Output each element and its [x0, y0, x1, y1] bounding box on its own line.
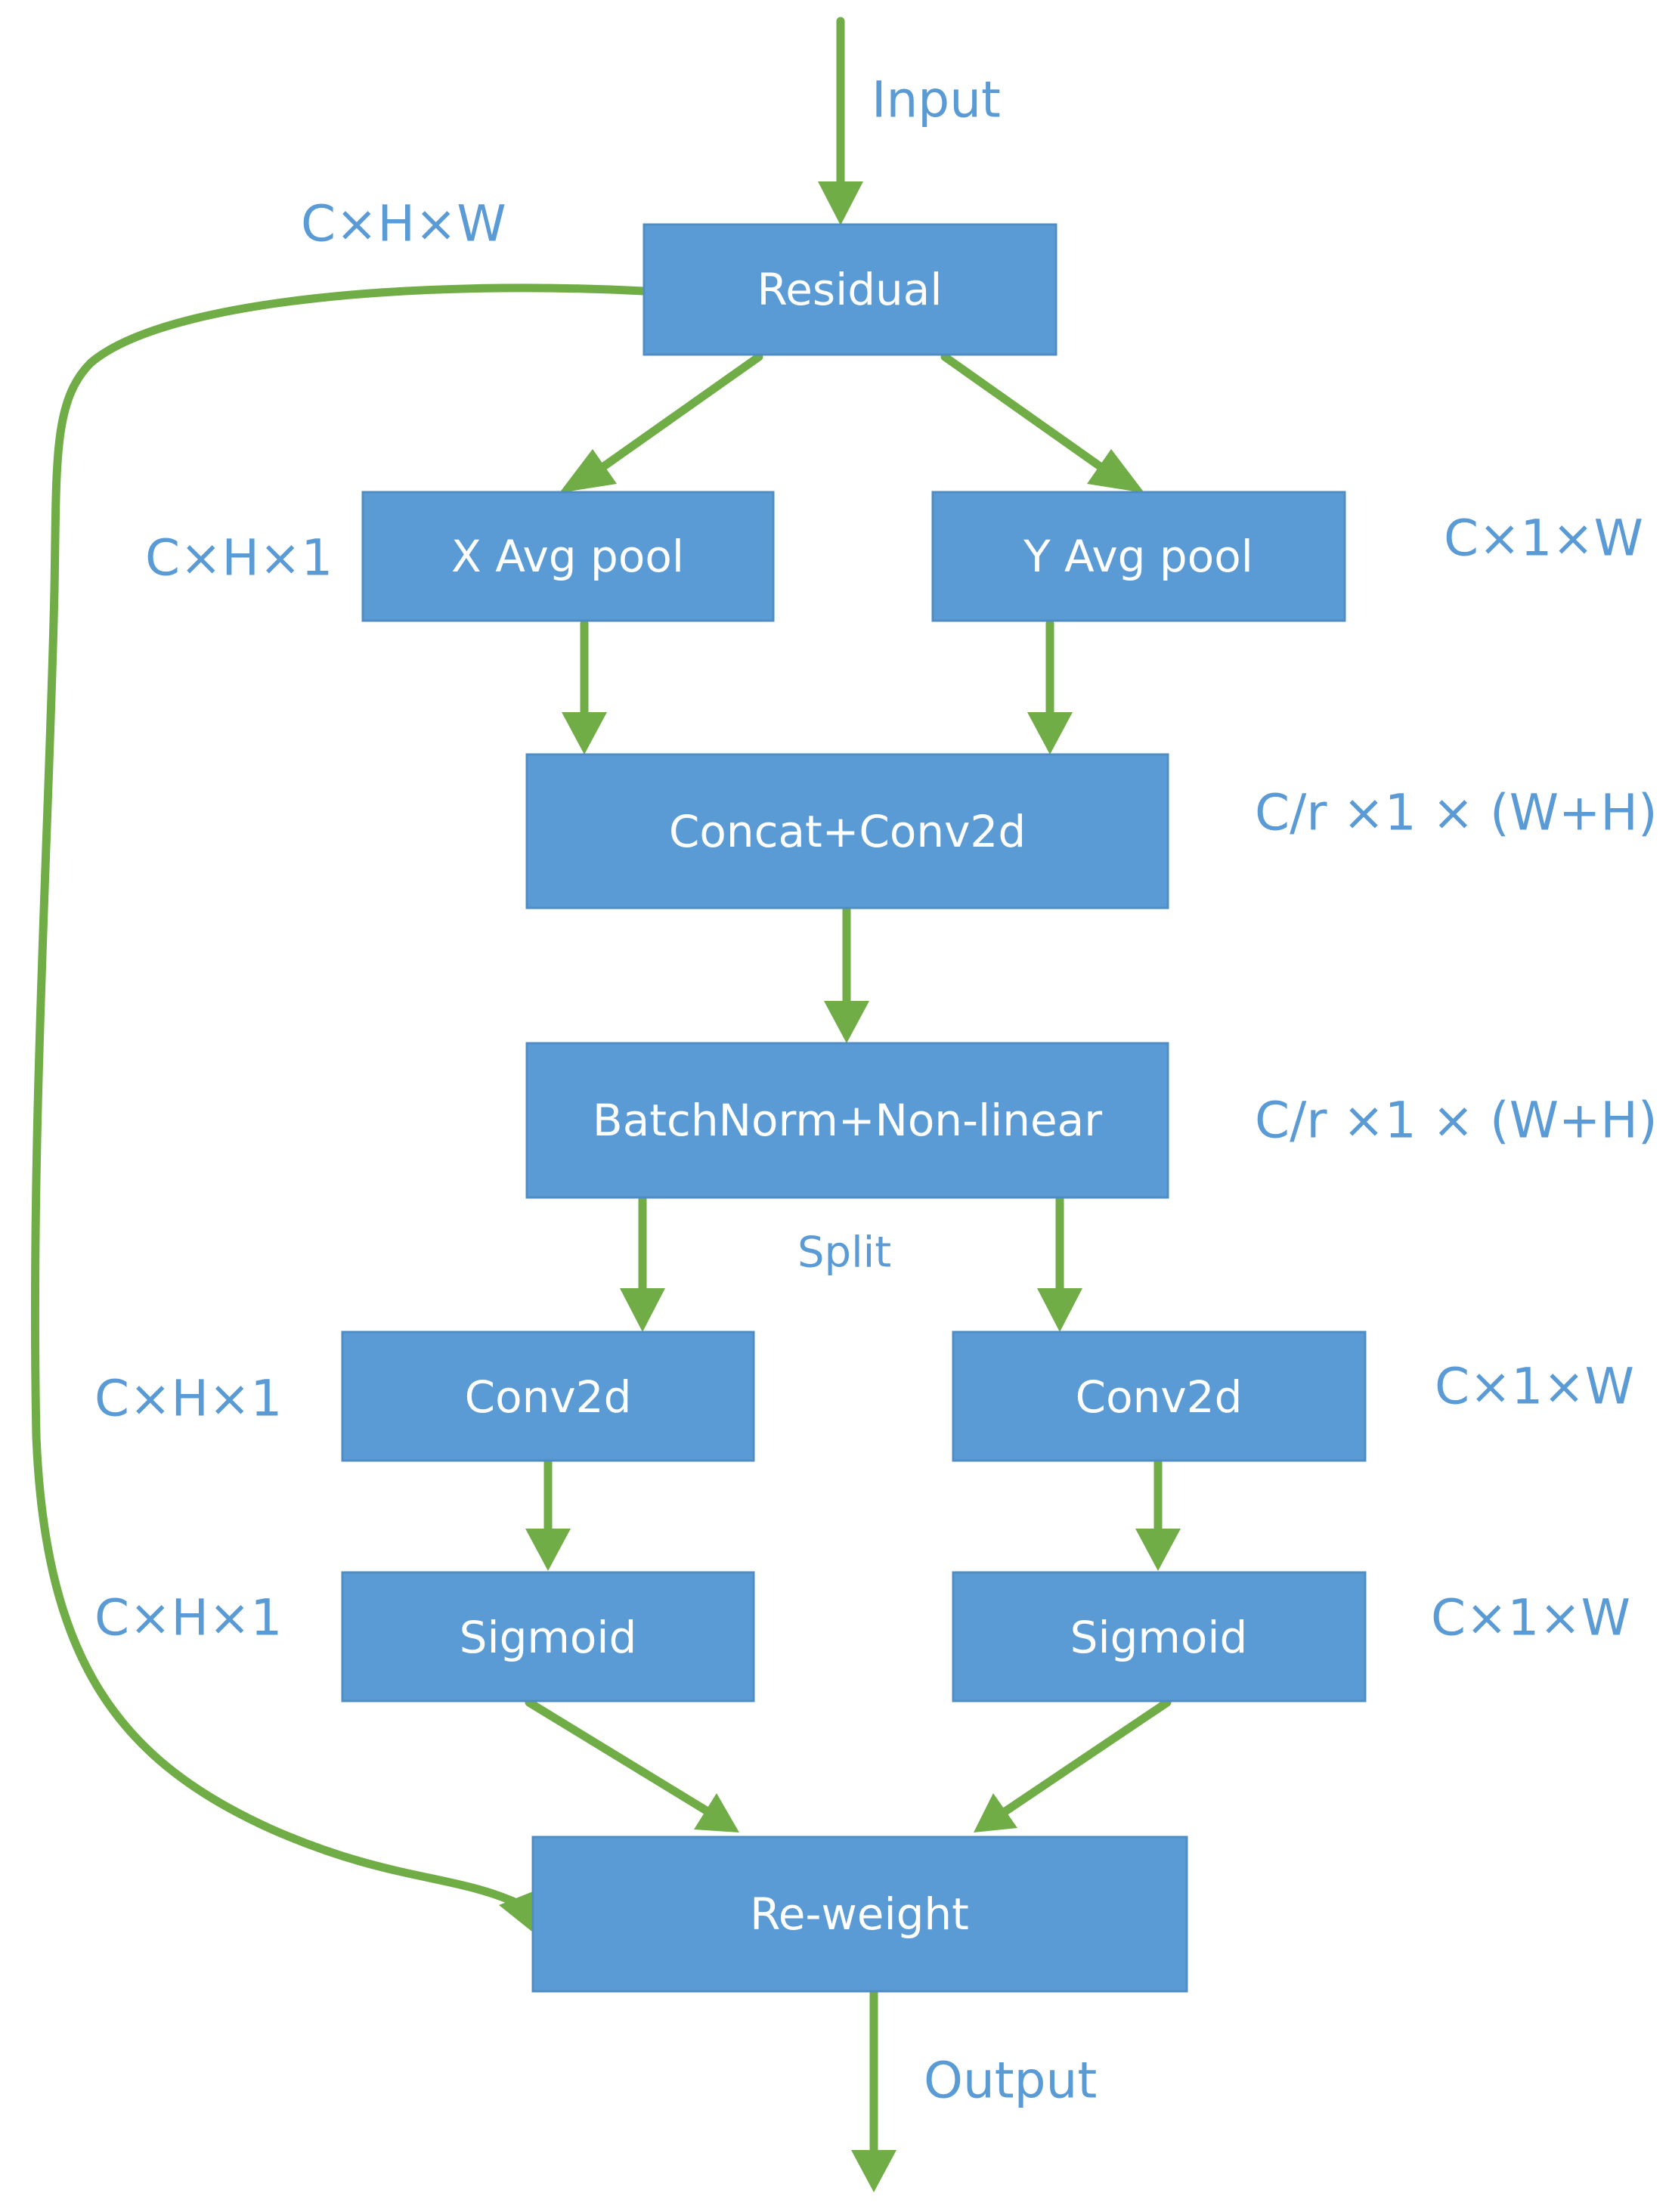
node-sigmoid-right: Sigmoid [952, 1571, 1367, 1702]
arrow-sigmoid-left-to-reweight [525, 1698, 739, 1832]
sigmoid-right-dim-label: C×1×W [1431, 1589, 1630, 1647]
node-reweight: Re-weight [531, 1836, 1188, 1993]
node-batchnorm: BatchNorm+Non-linear [525, 1042, 1169, 1199]
concat-dim-label: C/r ×1 × (W+H) [1255, 784, 1658, 842]
arrow-residual-to-xpool [559, 352, 763, 493]
node-concat-conv2d-label: Concat+Conv2d [669, 806, 1026, 857]
batchnorm-dim-label: C/r ×1 × (W+H) [1255, 1092, 1658, 1150]
node-conv2d-right-label: Conv2d [1076, 1371, 1243, 1423]
conv-right-dim-label: C×1×W [1435, 1358, 1634, 1416]
node-concat-conv2d: Concat+Conv2d [525, 753, 1169, 909]
sigmoid-left-dim-label: C×H×1 [94, 1589, 282, 1647]
arrow-xpool-to-concat [562, 619, 607, 754]
y-pool-dim-label: C×1×W [1444, 510, 1643, 568]
node-sigmoid-right-label: Sigmoid [1070, 1612, 1248, 1663]
node-batchnorm-label: BatchNorm+Non-linear [593, 1095, 1102, 1146]
residual-dim-label: C×H×W [301, 195, 506, 253]
arrow-reweight-to-output [851, 1988, 896, 2192]
conv-left-dim-label: C×H×1 [94, 1370, 282, 1428]
annotations: Input Output Split C×H×W C×H×1 C×1×W C/r… [94, 71, 1658, 2110]
arrow-residual-to-ypool [940, 352, 1144, 493]
connectors [30, 17, 1181, 2192]
node-conv2d-left-label: Conv2d [465, 1371, 632, 1423]
node-x-avg-pool: X Avg pool [361, 491, 775, 622]
arrow-batchnorm-to-conv-left [620, 1194, 665, 1332]
node-x-avg-pool-label: X Avg pool [451, 531, 684, 582]
node-residual: Residual [643, 223, 1057, 356]
x-pool-dim-label: C×H×1 [145, 529, 333, 587]
node-y-avg-pool-label: Y Avg pool [1023, 531, 1253, 582]
arrow-conv-left-to-sigmoid-left [525, 1458, 571, 1571]
arrow-batchnorm-to-conv-right [1037, 1194, 1082, 1332]
node-reweight-label: Re-weight [750, 1888, 969, 1940]
node-sigmoid-left: Sigmoid [341, 1571, 755, 1702]
node-conv2d-right: Conv2d [952, 1331, 1367, 1462]
input-label: Input [872, 71, 1001, 129]
node-y-avg-pool: Y Avg pool [931, 491, 1346, 622]
output-label: Output [924, 2052, 1097, 2110]
arrow-input-to-residual [818, 17, 863, 225]
arrow-skip-connection [30, 283, 649, 1935]
node-sigmoid-left-label: Sigmoid [460, 1612, 637, 1663]
split-label: Split [797, 1228, 891, 1278]
arrow-conv-right-to-sigmoid-right [1135, 1458, 1181, 1571]
arrow-ypool-to-concat [1027, 619, 1073, 754]
arrow-sigmoid-right-to-reweight [974, 1698, 1172, 1832]
node-residual-label: Residual [757, 264, 943, 315]
arrow-concat-to-batchnorm [824, 905, 869, 1043]
node-conv2d-left: Conv2d [341, 1331, 755, 1462]
